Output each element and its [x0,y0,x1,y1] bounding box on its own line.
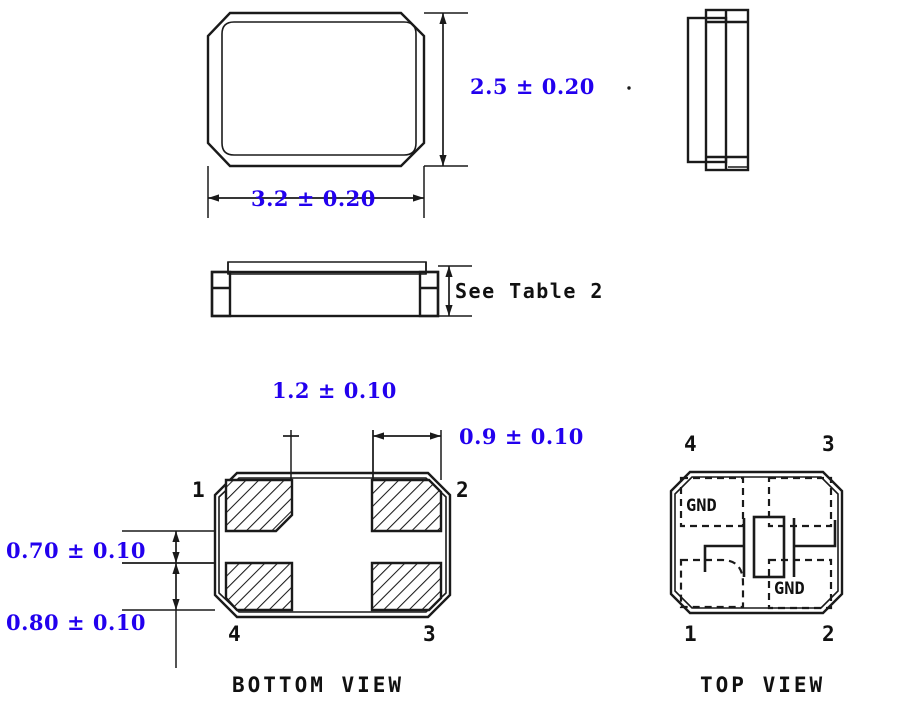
top-view-outer-outline [669,470,844,615]
top-view-pin-2: 2 [822,622,835,646]
pad-4 [224,561,294,612]
side-elevation-right [686,8,750,172]
dimension-width-3-2: 3.2 ± 0.20 [207,166,425,218]
dimension-thickness: See Table 2 [438,265,604,317]
plan-view-inner-lid [221,21,417,156]
top-view-pad-3 [767,476,833,528]
dimension-label-pad-height: 0.80 ± 0.10 [6,610,146,635]
stray-dot [627,86,631,90]
pad-2 [370,478,443,533]
crystal-body [752,515,786,579]
bottom-view-pin-1: 1 [192,478,205,502]
dimension-pad-height-0-80: 0.80 ± 0.10 [6,562,215,668]
dimension-label-pitch: 1.2 ± 0.10 [272,378,397,403]
dimension-label-height: 2.5 ± 0.20 [470,74,595,99]
bottom-view-label: BOTTOM VIEW [232,673,404,697]
top-view-pin-1: 1 [684,622,697,646]
dimension-height-2-5: 2.5 ± 0.20 [424,12,631,167]
crystal-symbol [703,515,837,579]
plan-view-outer-outline [206,11,426,168]
dimension-label-pad-gap: 0.70 ± 0.10 [6,538,146,563]
top-view-pad-4-gnd-label: GND [686,496,717,516]
bottom-view-pin-2: 2 [456,478,469,502]
plan-view-package [206,11,426,168]
dimension-label-pad-width: 0.9 ± 0.10 [459,424,584,449]
top-view-pad-4 [679,476,745,528]
crystal-lead-left [703,544,744,572]
bottom-view-outer-outline [213,471,452,619]
top-view: GND GND 4 3 1 2 TOP VIEW [669,432,844,697]
top-view-pad-2 [767,558,833,610]
thickness-note-label: See Table 2 [455,279,604,303]
dimension-pad-gap-0-70: 0.70 ± 0.10 [6,530,215,564]
top-view-pad-1 [679,558,745,609]
section-left-terminal [210,270,232,318]
bottom-view-pin-3: 3 [423,622,436,646]
bottom-view-pin-4: 4 [228,622,241,646]
pad-1 [224,478,294,533]
top-view-pin-3: 3 [822,432,835,456]
dimension-label-width: 3.2 ± 0.20 [251,186,376,211]
dimension-pitch-1-2: 1.2 ± 0.10 [272,378,397,480]
pad-3 [370,561,443,612]
bottom-view: 1 2 3 4 BOTTOM VIEW [192,471,469,697]
front-elevation-section [210,261,440,318]
dimension-pad-width-0-9: 0.9 ± 0.10 [372,424,584,480]
top-view-pad-2-gnd-label: GND [774,579,805,599]
top-view-label: TOP VIEW [700,673,825,697]
section-right-terminal [418,270,440,318]
top-view-pin-4: 4 [684,432,697,456]
crystal-lead-right [794,520,837,548]
section-body [210,270,440,318]
